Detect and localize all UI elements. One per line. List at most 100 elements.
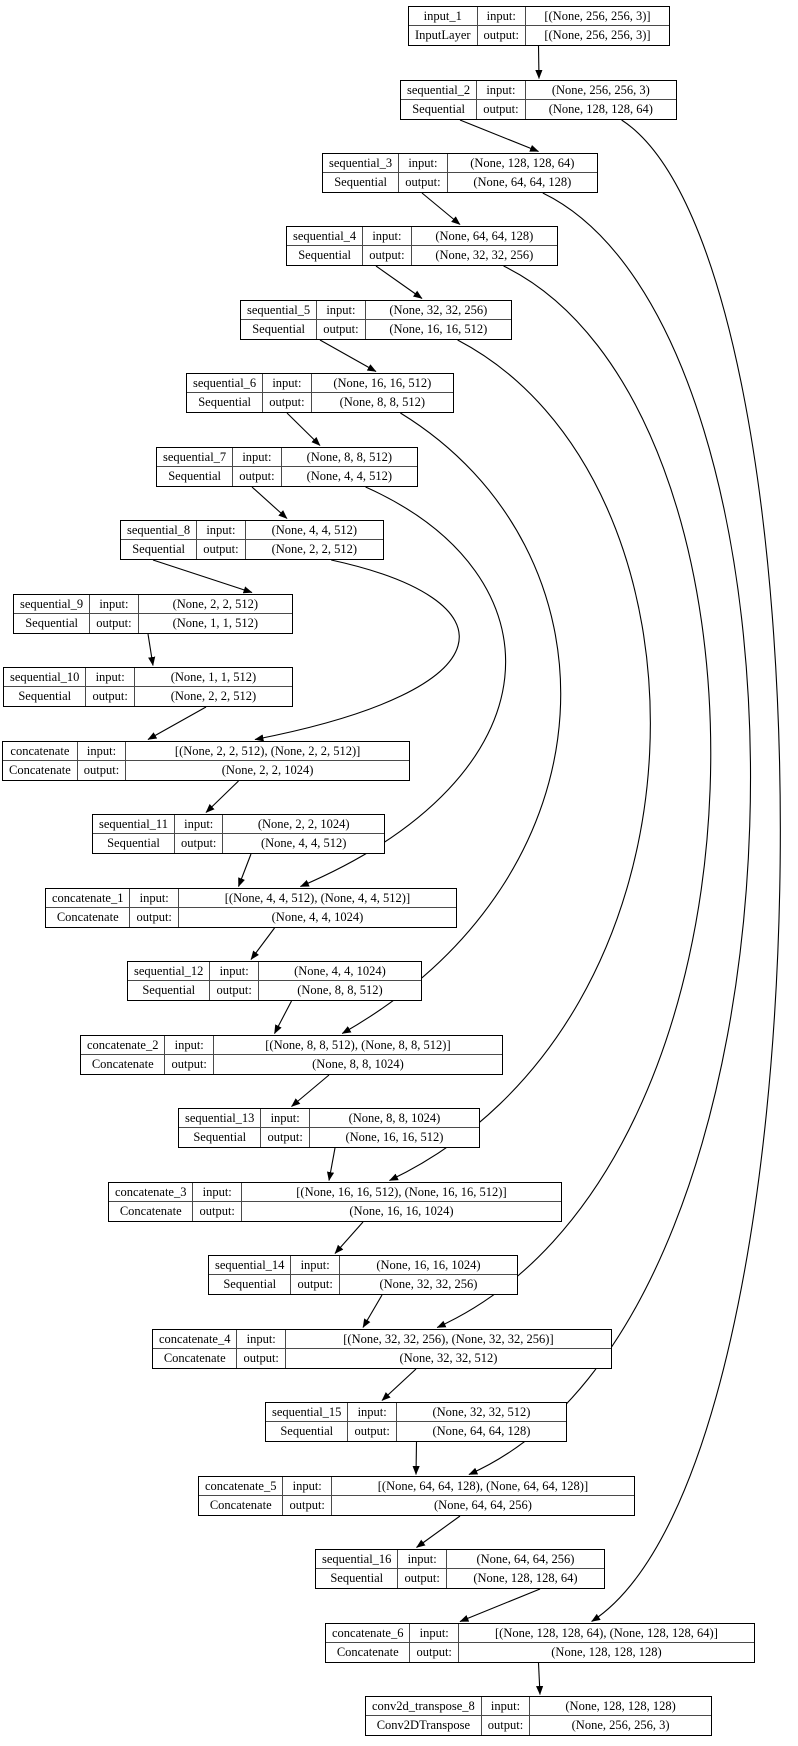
input-label: input: <box>237 1330 286 1349</box>
edge-sequential_7-to-sequential_8 <box>251 486 288 519</box>
edge-concatenate_4-to-sequential_15 <box>381 1368 417 1401</box>
edge-sequential_5-to-sequential_6 <box>319 339 377 372</box>
input-label: input: <box>477 7 526 26</box>
layer-type: Sequential <box>209 1275 292 1294</box>
layer-type: InputLayer <box>409 26 478 45</box>
edge-sequential_12-to-concatenate_2 <box>274 1000 292 1034</box>
edge-sequential_2-to-concatenate_6 <box>591 119 781 1622</box>
input-shape: (None, 32, 32, 512) <box>396 1403 566 1422</box>
input-label: input: <box>197 521 246 540</box>
layer-type: Concatenate <box>46 908 131 927</box>
layer-name: concatenate_3 <box>109 1183 194 1202</box>
edge-sequential_8-to-concatenate <box>254 559 460 742</box>
layer-type: Sequential <box>187 393 264 412</box>
output-label: output: <box>478 26 526 45</box>
layer-type: Sequential <box>241 320 318 339</box>
layer-type: Sequential <box>266 1422 349 1441</box>
output-label: output: <box>197 540 246 559</box>
edge-concatenate_5-to-sequential_16 <box>416 1515 461 1548</box>
output-label: output: <box>263 393 312 412</box>
layer-type: Sequential <box>157 467 234 486</box>
layer-type: Concatenate <box>153 1349 238 1368</box>
output-shape: (None, 32, 32, 256) <box>435 248 534 262</box>
output-label: output: <box>237 1349 286 1368</box>
output-label: output: <box>175 834 224 853</box>
edge-sequential_6-to-sequential_7 <box>286 412 321 446</box>
edge-concatenate_3-to-sequential_14 <box>334 1221 364 1254</box>
input-label: input: <box>317 301 366 320</box>
output-label: output: <box>482 1716 531 1735</box>
edge-sequential_8-to-sequential_9 <box>152 559 253 594</box>
output-label: output: <box>363 246 412 265</box>
input-label: input: <box>398 1550 447 1569</box>
layer-name: sequential_8 <box>121 521 198 540</box>
output-shape: (None, 4, 4, 512) <box>260 836 347 850</box>
layer-name: conv2d_transpose_8 <box>366 1697 482 1716</box>
output-shape: (None, 4, 4, 1024) <box>271 910 364 924</box>
input-shape: [(None, 256, 256, 3)] <box>525 7 669 26</box>
input-label: input: <box>174 815 224 834</box>
layer-name: sequential_16 <box>316 1550 399 1569</box>
input-shape: [(None, 4, 4, 512), (None, 4, 4, 512)] <box>178 889 456 908</box>
input-label: input: <box>90 595 139 614</box>
input-shape: (None, 8, 8, 512) <box>281 448 417 467</box>
output-label: output: <box>399 173 448 192</box>
input-label: input: <box>165 1036 214 1055</box>
output-shape: (None, 16, 16, 512) <box>389 322 488 336</box>
edge-sequential_14-to-concatenate_4 <box>362 1294 383 1328</box>
input-shape: [(None, 32, 32, 256), (None, 32, 32, 256… <box>285 1330 611 1349</box>
layer-type: Sequential <box>287 246 364 265</box>
input-label: input: <box>77 742 127 761</box>
input-label: input: <box>283 1477 332 1496</box>
input-label: input: <box>399 154 448 173</box>
input-shape: (None, 4, 4, 512) <box>245 521 383 540</box>
layer-name: sequential_11 <box>93 815 175 834</box>
layer-name: concatenate_6 <box>326 1624 411 1643</box>
output-label: output: <box>165 1055 214 1074</box>
input-shape: (None, 2, 2, 512) <box>138 595 292 614</box>
input-shape: (None, 64, 64, 128) <box>411 227 557 246</box>
output-shape: (None, 1, 1, 512) <box>172 616 258 630</box>
output-label: output: <box>90 614 139 633</box>
edge-concatenate-to-sequential_11 <box>205 780 239 813</box>
layer-name: sequential_5 <box>241 301 318 320</box>
output-shape: (None, 64, 64, 256) <box>434 1498 532 1512</box>
layer-type: Concatenate <box>3 761 78 780</box>
layer-type: Sequential <box>179 1128 262 1147</box>
output-shape: (None, 16, 16, 512) <box>345 1130 444 1144</box>
output-label: output: <box>233 467 282 486</box>
edge-sequential_9-to-sequential_10 <box>147 633 156 666</box>
layer-name: sequential_9 <box>14 595 91 614</box>
layer-name: sequential_14 <box>209 1256 292 1275</box>
edge-sequential_3-to-sequential_4 <box>421 192 461 225</box>
layer-name: input_1 <box>409 7 478 26</box>
output-shape: (None, 32, 32, 512) <box>399 1351 498 1365</box>
output-label: output: <box>348 1422 397 1441</box>
edge-sequential_15-to-concatenate_5 <box>412 1441 420 1475</box>
layer-name: concatenate_2 <box>81 1036 166 1055</box>
edge-input_1-to-sequential_2 <box>535 45 543 79</box>
input-shape: (None, 256, 256, 3) <box>525 81 676 100</box>
output-label: output: <box>291 1275 340 1294</box>
input-label: input: <box>291 1256 340 1275</box>
output-label: output: <box>86 687 135 706</box>
edge-sequential_13-to-concatenate_3 <box>327 1147 336 1181</box>
output-shape: (None, 64, 64, 128) <box>432 1424 531 1438</box>
output-shape: (None, 32, 32, 256) <box>379 1277 478 1291</box>
output-shape: (None, 2, 2, 512) <box>271 542 357 556</box>
edge-sequential_4-to-concatenate_4 <box>436 265 712 1329</box>
layer-type: Concatenate <box>199 1496 284 1515</box>
